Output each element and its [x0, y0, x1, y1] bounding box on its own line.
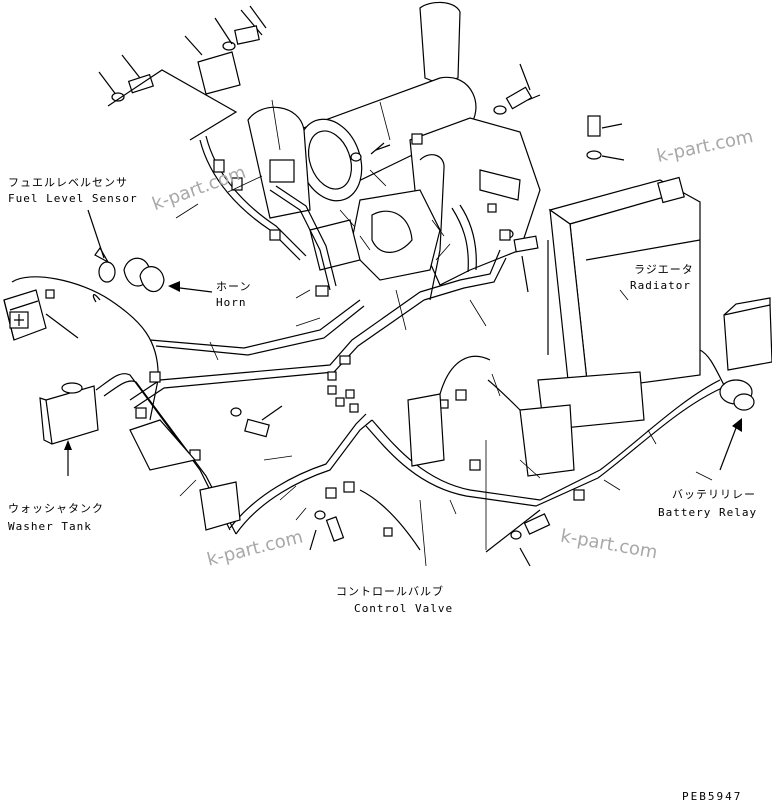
- washer-tank-label-jp: ウォッシャタンク: [8, 502, 104, 515]
- left-bolt-assembly: [98, 54, 238, 141]
- control-valve-label-en: Control Valve: [354, 602, 454, 615]
- fuel-level-sensor-label-jp: フュエルレベルセンサ: [8, 176, 128, 189]
- control-valve-label-jp: コントロールバルブ: [336, 585, 444, 598]
- radiator: [547, 176, 701, 392]
- leader-lines: [175, 99, 713, 567]
- washer-tank: [39, 382, 99, 476]
- battery-relay-label-jp: バッテリリレー: [672, 488, 756, 501]
- harness-connectors: [45, 133, 585, 537]
- horn: [123, 257, 213, 293]
- engine-block: [309, 117, 541, 301]
- work-lamp: [3, 289, 79, 341]
- bottom-bolts: [129, 405, 551, 567]
- radiator-label-en: Radiator: [630, 279, 691, 292]
- engine-right-bolts: [493, 63, 625, 293]
- fuel-level-sensor: [87, 209, 116, 283]
- battery-relay-label-en: Battery Relay: [658, 506, 758, 519]
- control-valve: [407, 355, 645, 477]
- battery-relay: [699, 297, 772, 471]
- fuel-level-sensor-label-en: Fuel Level Sensor: [8, 192, 138, 205]
- radiator-label-jp: ラジエータ: [634, 263, 694, 276]
- top-bolt-assembly: [184, 5, 267, 95]
- washer-tank-label-en: Washer Tank: [8, 520, 92, 533]
- horn-label-en: Horn: [216, 296, 247, 309]
- horn-label-jp: ホーン: [216, 280, 252, 293]
- main-harness: [11, 135, 723, 551]
- muffler: [247, 1, 477, 219]
- drawing-code: PEB5947: [682, 790, 743, 803]
